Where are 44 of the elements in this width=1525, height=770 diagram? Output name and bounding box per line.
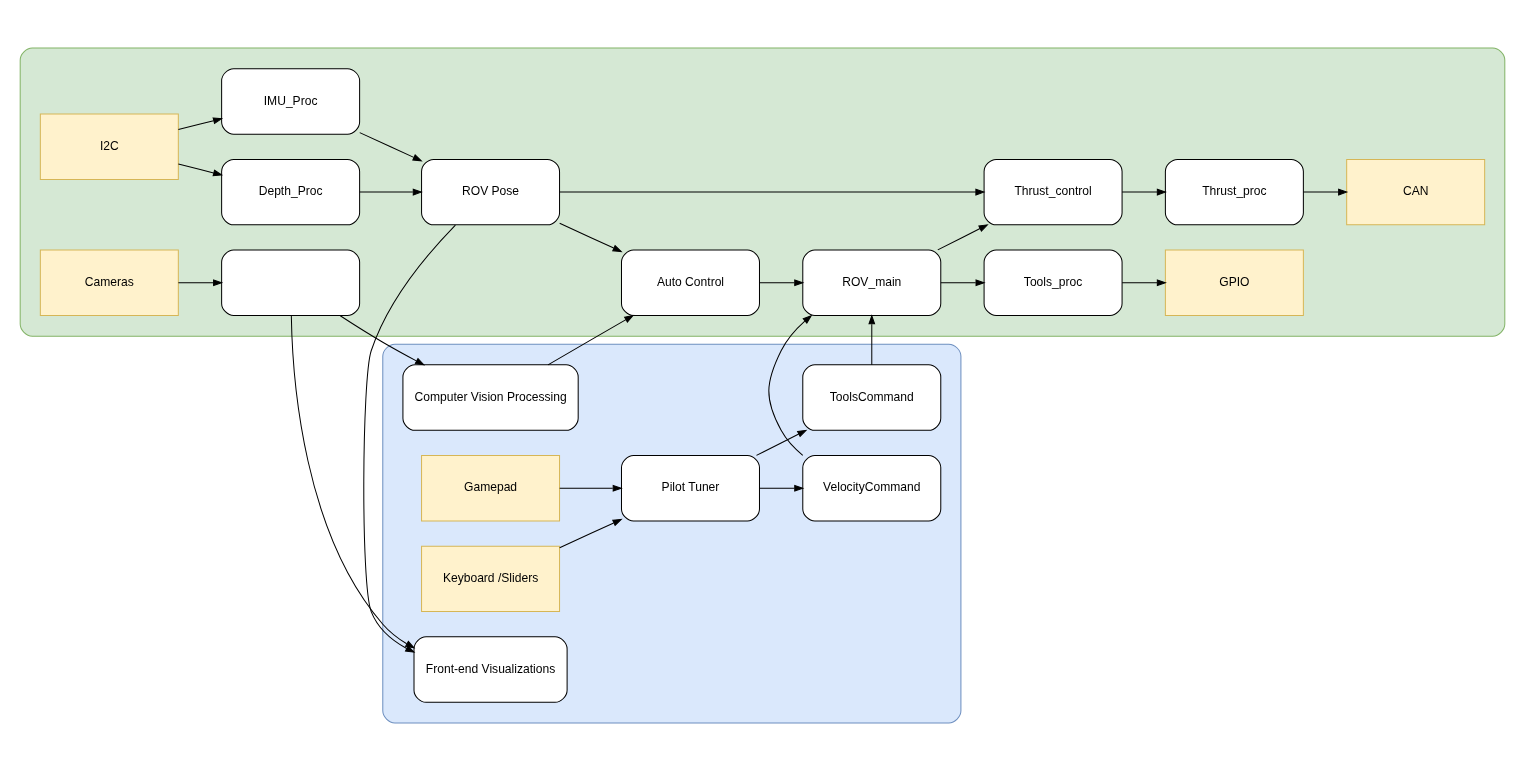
node-box: CAN: [1346, 158, 1486, 225]
node-box: [221, 249, 361, 316]
arrow: [559, 518, 623, 548]
arrow: [559, 188, 986, 196]
node-box: Tools_proc: [983, 249, 1123, 316]
arrow: [290, 314, 416, 649]
node-box: Gamepad: [421, 454, 561, 521]
arrow: [339, 314, 426, 365]
node-box: ROV_main: [802, 249, 942, 316]
arrow: [937, 223, 989, 250]
arrow: [1302, 188, 1349, 196]
node-box: Depth_Proc: [221, 158, 361, 225]
arrow: [1121, 188, 1167, 196]
node-box: Pilot Tuner: [621, 454, 760, 521]
node-box: ROV Pose: [421, 158, 561, 225]
node-box: Computer Vision Processing: [402, 363, 579, 431]
node-box: GPIO: [1164, 249, 1304, 316]
arrow: [755, 429, 808, 456]
node-box: Thrust_control: [983, 158, 1123, 225]
arrow: [1121, 278, 1167, 286]
arrow: [768, 314, 813, 456]
arrow: [759, 278, 805, 286]
arrow: [177, 278, 224, 286]
node-box: I2C: [39, 113, 179, 180]
arrow: [559, 222, 623, 252]
node-box: Cameras: [39, 249, 179, 316]
arrow: [177, 163, 224, 176]
node-box: Front-end Visualizations: [413, 635, 568, 703]
arrow: [868, 313, 876, 365]
cluster: [19, 47, 1506, 337]
node-box: Thrust_proc: [1164, 158, 1304, 225]
node-box: Auto Control: [621, 249, 760, 316]
arrow: [177, 116, 224, 130]
node-box: IMU_Proc: [221, 67, 361, 135]
arrow: [359, 131, 423, 161]
cluster: [382, 343, 962, 723]
arrow: [759, 484, 805, 492]
arrow: [363, 224, 456, 653]
node-box: ToolsCommand: [802, 363, 942, 431]
arrow: [559, 484, 623, 492]
node-box: Keyboard /Sliders: [421, 545, 561, 612]
arrow: [940, 278, 986, 286]
arrow: [359, 188, 423, 196]
node-box: VelocityCommand: [802, 454, 942, 521]
